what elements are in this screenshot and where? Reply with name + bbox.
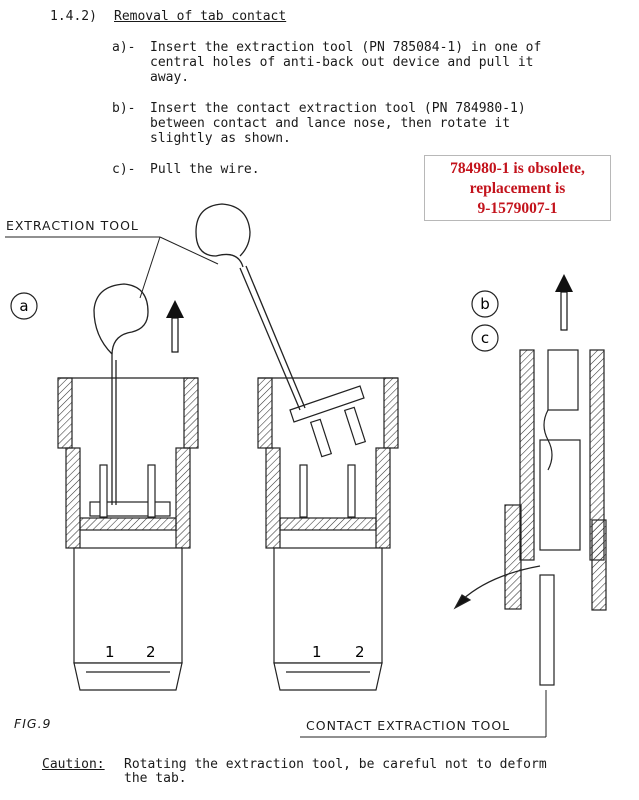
extraction-tool-left (93, 283, 149, 505)
section-number: 1.4.2) (50, 9, 97, 24)
step-c-letter: c)- (112, 162, 136, 177)
caution-text: Rotating the extraction tool, be careful… (124, 757, 547, 772)
extraction-tool-middle (195, 203, 306, 411)
figure-caption: FIG.9 (14, 716, 52, 731)
step-b-line-2: between contact and lance nose, then rot… (150, 116, 511, 131)
view-c-marker: c (471, 324, 499, 352)
pull-arrow-left (166, 300, 184, 353)
step-b-text: Insert the contact extraction tool (PN 7… (150, 101, 526, 146)
step-b-letter: b)- (112, 101, 136, 116)
pin-label-mid-2: 2 (355, 643, 365, 661)
caution-label: Caution: (42, 757, 105, 772)
rotation-arrow (453, 565, 541, 610)
obsolete-notice: 784980-1 is obsolete, replacement is 9-1… (424, 155, 611, 221)
housing-right (504, 349, 607, 686)
extraction-tool-leader (5, 236, 219, 299)
pin-label-mid-1: 1 (312, 643, 322, 661)
step-a-text: Insert the extraction tool (PN 785084-1)… (150, 40, 541, 85)
contact-tool-leader (300, 690, 547, 738)
svg-text:c: c (481, 329, 489, 347)
housing-left (57, 377, 199, 691)
pin-label-left-2: 2 (146, 643, 156, 661)
step-a-line-1: Insert the extraction tool (PN 785084-1)… (150, 40, 542, 55)
svg-text:a: a (19, 297, 28, 315)
anti-back-out-device-removed (289, 385, 367, 458)
step-a-letter: a)- (112, 40, 136, 55)
extraction-tool-label: EXTRACTION TOOL (6, 218, 139, 233)
step-a-line-3: away. (150, 70, 190, 85)
step-b-line-3: slightly as shown. (150, 131, 291, 146)
pin-label-left-1: 1 (105, 643, 115, 661)
step-c-line-1: Pull the wire. (150, 162, 260, 177)
section-title: Removal of tab contact (114, 9, 287, 24)
notice-line-3: 9-1579007-1 (477, 200, 558, 217)
svg-text:b: b (480, 295, 490, 313)
step-c-text: Pull the wire. (150, 162, 260, 177)
view-a-marker: a (10, 292, 38, 320)
contact-extraction-tool-label: CONTACT EXTRACTION TOOL (306, 718, 511, 733)
step-a-line-2: central holes of anti-back out device an… (150, 55, 534, 70)
housing-middle (257, 377, 399, 691)
step-b-line-1: Insert the contact extraction tool (PN 7… (150, 101, 526, 116)
view-b-marker: b (471, 290, 499, 318)
notice-line-1: 784980-1 is obsolete, (450, 160, 585, 177)
notice-line-2: replacement is (469, 180, 566, 197)
caution-text-line-2: the tab. (124, 771, 187, 786)
pull-arrow-right (555, 274, 573, 331)
